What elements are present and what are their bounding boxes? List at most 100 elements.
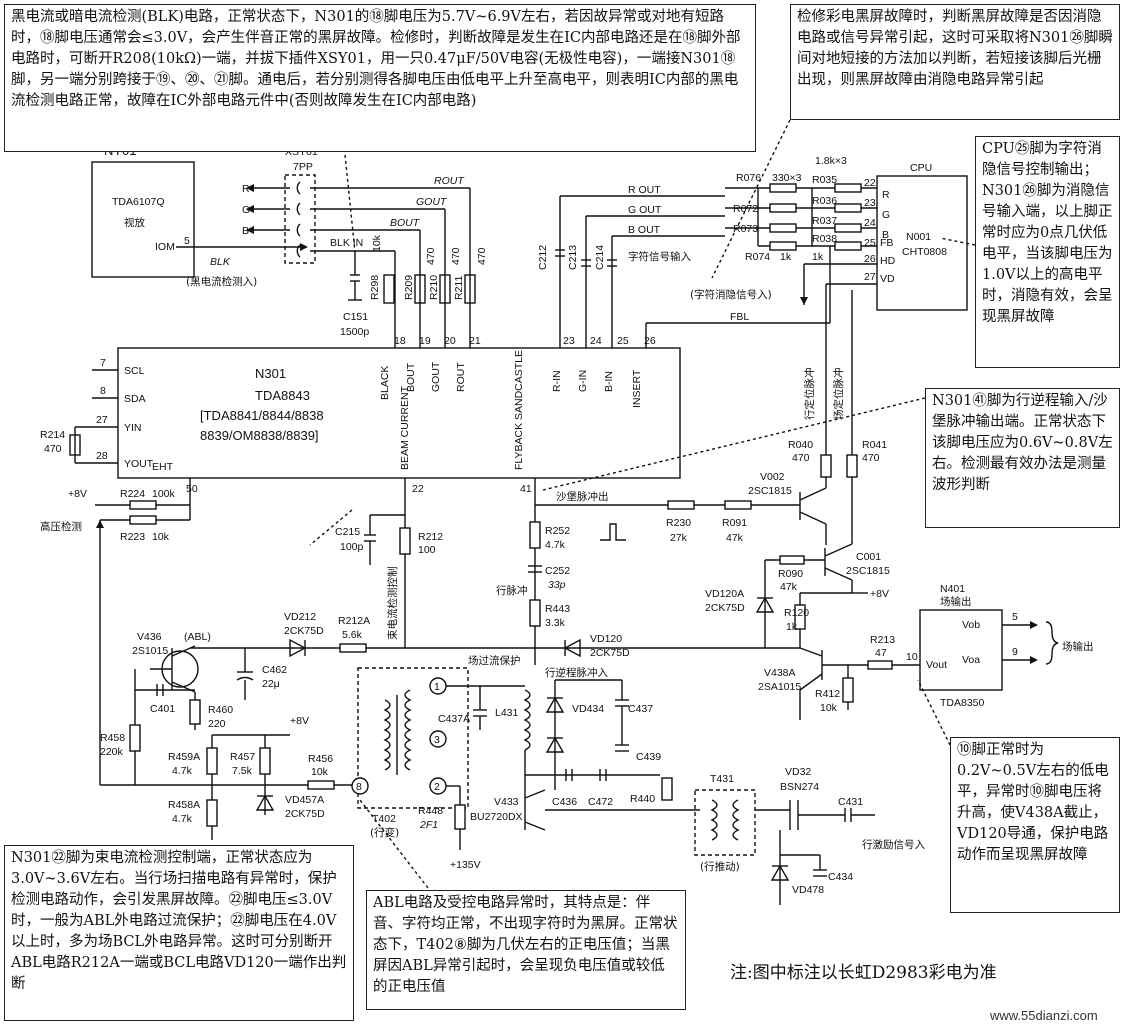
xsy-r-label: R bbox=[242, 183, 250, 195]
pin23-num: 23 bbox=[563, 335, 575, 347]
c472-ref: C472 bbox=[588, 796, 613, 808]
pin50-name: EHT bbox=[152, 461, 174, 473]
pin22-num: 22 bbox=[412, 483, 424, 495]
plus8v-2-label: +8V bbox=[870, 588, 889, 600]
r457-val: 7.5k bbox=[232, 765, 253, 777]
abl-section: V436 2S1015 (ABL) C462 22μ C401 R460 220… bbox=[100, 631, 355, 840]
t431-ref: T431 bbox=[710, 773, 734, 785]
r091-val: 47k bbox=[726, 532, 744, 544]
h-pulse-label: 行脉冲 bbox=[496, 584, 528, 597]
ny01-pin-num: 5 bbox=[184, 235, 190, 247]
pin41-name: FLYBACK SANDCASTLE bbox=[513, 350, 525, 470]
r212-ref: R212 bbox=[418, 531, 443, 543]
char-blank-label: (字符消隐信号入) bbox=[690, 288, 772, 301]
plus8v-label: +8V bbox=[68, 488, 87, 500]
r456-val: 10k bbox=[311, 766, 329, 778]
vd120-ref: VD120 bbox=[590, 633, 622, 645]
xsy01-type: 7PP bbox=[293, 161, 313, 173]
r459a-val: 4.7k bbox=[172, 765, 193, 777]
r440-ref: R440 bbox=[630, 793, 655, 805]
c001-ref: C001 bbox=[856, 551, 881, 563]
r460-val: 220 bbox=[208, 718, 226, 730]
r210-ref: R210 bbox=[428, 275, 440, 300]
r223-val: 10k bbox=[152, 531, 170, 543]
fbl-net: FBL bbox=[730, 311, 749, 323]
v433-ref: V433 bbox=[494, 796, 519, 808]
b-out-net: B OUT bbox=[628, 224, 661, 236]
pin41-num: 41 bbox=[520, 483, 532, 495]
beam-current-section: C215 100p R212 100 束电流检测控制 VD212 2CK75D … bbox=[240, 478, 765, 659]
cpu-pin23-num: 23 bbox=[864, 197, 876, 209]
blk-sub-label: (黑电流检测入) bbox=[186, 275, 257, 288]
r252-val: 4.7k bbox=[545, 539, 566, 551]
t402-pin2: 2 bbox=[434, 781, 440, 793]
c212-ref: C212 bbox=[537, 245, 549, 270]
r298-ref: R298 bbox=[369, 275, 381, 300]
r035-ref: R035 bbox=[812, 174, 837, 186]
r214-ref: R214 bbox=[40, 429, 65, 441]
r214-val: 470 bbox=[44, 443, 62, 455]
r040-ref: R040 bbox=[788, 439, 813, 451]
cpu-name: CHT0808 bbox=[902, 246, 947, 258]
pin50-num: 50 bbox=[186, 483, 198, 495]
n401-sub: 场输出 bbox=[940, 595, 972, 608]
n401-pin10-num: 10 bbox=[906, 651, 918, 663]
pin22-name: BEAM CURRENT bbox=[399, 385, 411, 470]
rout-net: ROUT bbox=[434, 175, 465, 187]
note-top-right: 检修彩电黑屏故障时，判断黑屏故障是否因消隐电路或信号异常引起，这时可采取将N30… bbox=[790, 4, 1120, 120]
v438a-val: 2SA1015 bbox=[758, 681, 801, 693]
r040-val: 470 bbox=[792, 452, 810, 464]
cpu-pin26-num: 26 bbox=[864, 253, 876, 265]
vd478-ref: VD478 bbox=[792, 884, 824, 896]
sandcastle-out-label: 沙堡脉冲出 bbox=[556, 490, 609, 503]
h-output-section: L431 VD434 C437 C439 C436 C472 V433 BU27… bbox=[470, 679, 700, 831]
r458-val: 220k bbox=[100, 746, 124, 758]
ny01-chip: NY01 TDA6107Q 视放 IOM 5 BLK (黑电流检测入) bbox=[91, 143, 308, 288]
r074-val: 1k bbox=[780, 251, 792, 263]
n401-name: TDA8350 bbox=[940, 697, 985, 709]
v002-ref: V002 bbox=[760, 471, 785, 483]
r448-ref: R448 bbox=[418, 805, 443, 817]
r213-ref: R213 bbox=[870, 634, 895, 646]
t402-pin8: 8 bbox=[356, 781, 362, 793]
pin25-num: 25 bbox=[617, 335, 629, 347]
cpu-pin25-num: 25 bbox=[864, 237, 876, 249]
vd32-ref: VD32 bbox=[785, 766, 811, 778]
pin26-name: INSERT bbox=[631, 369, 643, 408]
pin23-name: R-IN bbox=[551, 370, 563, 392]
r091-ref: R091 bbox=[722, 517, 747, 529]
r443-val: 3.3k bbox=[545, 617, 566, 629]
cpu-pin26-name: HD bbox=[880, 255, 896, 267]
r252-ref: R252 bbox=[545, 525, 570, 537]
n301-name: TDA8843 bbox=[255, 388, 310, 403]
v-overcurrent-label: 场过流保护 bbox=[468, 654, 521, 667]
r230-ref: R230 bbox=[666, 517, 691, 529]
v436-val: 2S1015 bbox=[132, 645, 168, 657]
v002-val: 2SC1815 bbox=[748, 485, 792, 497]
footnote: 注:图中标注以长虹D2983彩电为准 bbox=[730, 963, 997, 983]
n301-alt1: [TDA8841/8844/8838 bbox=[200, 408, 324, 423]
note-pin10: ⑩脚正常时为0.2V~0.5V左右的低电平，异常时⑩脚电压将升高，使V438A截… bbox=[950, 737, 1120, 913]
cpu-pin23-name: G bbox=[882, 209, 890, 221]
r209-val: 470 bbox=[425, 247, 437, 265]
cpu-pins: 22 R 23 G 24 B 25 FB 26 HD 27 VD bbox=[864, 177, 896, 285]
vd120-val: 2CK75D bbox=[590, 647, 630, 659]
t431-sub: (行推动) bbox=[700, 860, 740, 873]
c001-val: 2SC1815 bbox=[846, 565, 890, 577]
v-output-section: V438A 2SA1015 R412 10k R213 47 N401 场输出 … bbox=[758, 583, 1094, 720]
vd120a-ref: VD120A bbox=[705, 588, 744, 600]
r223-ref: R223 bbox=[120, 531, 145, 543]
c213-ref: C213 bbox=[567, 245, 579, 270]
bout-net: BOUT bbox=[390, 217, 421, 229]
n401-pin9-name: Voa bbox=[962, 654, 980, 666]
gout-net: GOUT bbox=[416, 196, 448, 208]
g-out-net: G OUT bbox=[628, 204, 662, 216]
pin21-num: 21 bbox=[469, 335, 481, 347]
r073-ref: R073 bbox=[733, 223, 758, 235]
ny01-sub: 视放 bbox=[124, 216, 145, 229]
cpu-subref: N001 bbox=[906, 231, 931, 243]
pin7-name: SCL bbox=[124, 365, 145, 377]
blk-in-net: BLK IN bbox=[330, 237, 363, 249]
c434-ref: C434 bbox=[828, 871, 853, 883]
